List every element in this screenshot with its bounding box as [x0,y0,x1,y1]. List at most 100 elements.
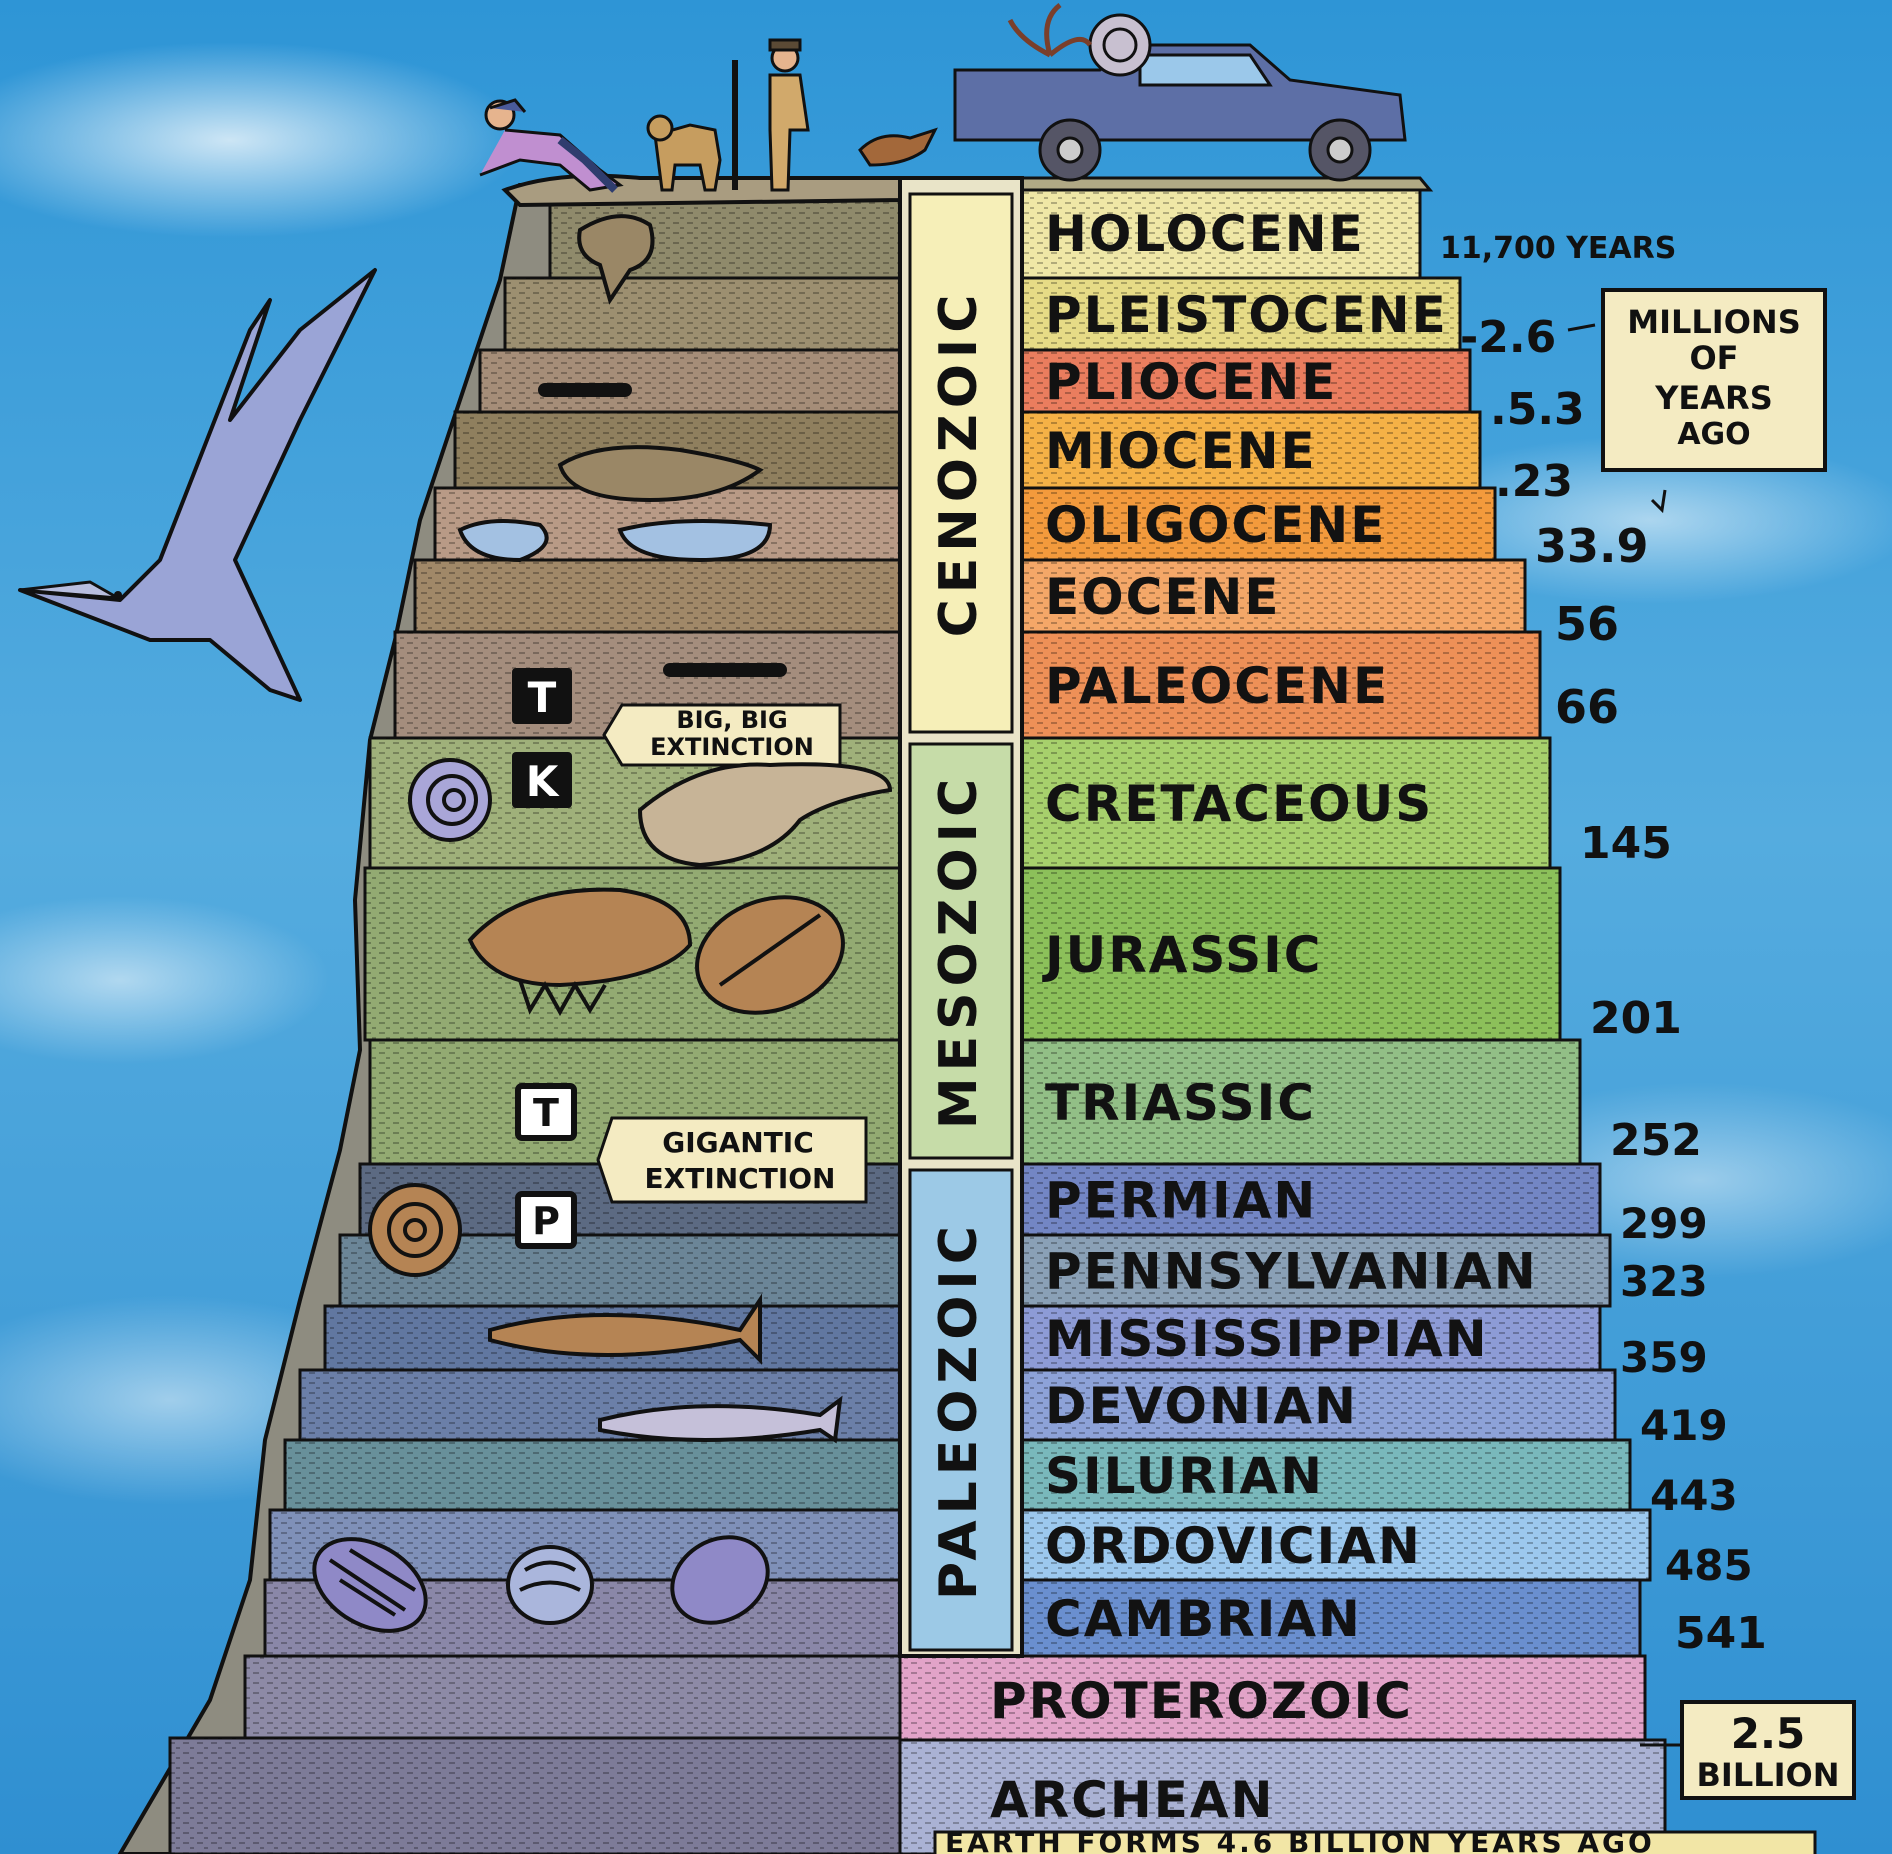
boundary-date: 443 [1650,1471,1738,1520]
period-label: PLEISTOCENE [1045,286,1448,344]
period-texture [1022,1164,1600,1235]
billion-years-box: 2.5 BILLION [1640,1700,1856,1800]
rock-texture [480,350,900,412]
pt-extinction-marker: T P GIGANTIC EXTINCTION [515,1083,868,1249]
trilobite-icon [670,1535,770,1625]
period-label: PALEOCENE [1045,657,1389,715]
eon-label: ARCHEAN [990,1771,1274,1829]
eon-label: PROTEROZOIC [990,1672,1413,1730]
kt-extinction-marker: T K BIG, BIG EXTINCTION [512,668,842,808]
period-label: PLIOCENE [1045,353,1337,411]
fern-fossil-icon [695,895,845,1015]
era-label: MESOZOIC [929,773,989,1129]
sabertooth-skull-icon [577,214,655,305]
period-label: PENNSYLVANIAN [1045,1243,1538,1301]
period-texture [1022,488,1495,560]
period-texture [1022,560,1525,632]
fish-fossil-icon [488,1293,762,1365]
period-label: ORDOVICIAN [1045,1517,1422,1575]
period-texture [1022,632,1540,738]
boundary-date: 323 [1620,1257,1708,1306]
shell-fossil-icon [506,1545,594,1625]
fish-fossil-icon [598,1395,843,1444]
period-texture [1022,868,1560,1040]
period-label: TRIASSIC [1045,1074,1316,1132]
millions-box-line: MILLIONS [1627,303,1800,341]
boundary-date: 145 [1580,818,1672,869]
earth-forms-banner: EARTH FORMS 4.6 BILLION YEARS AGO [933,1826,1817,1854]
period-label: MISSISSIPPIAN [1045,1310,1489,1368]
rock-texture [245,1656,900,1738]
extinction-label-line: BIG, BIG [676,706,787,734]
boundary-date: 359 [1620,1333,1708,1382]
ammonite-icon [368,1183,462,1277]
millions-box-line: YEARS [1654,379,1772,417]
boundary-date: 252 [1610,1115,1702,1166]
boundary-date: 419 [1640,1401,1728,1450]
rock-texture [415,560,900,632]
extinction-label-line: EXTINCTION [650,733,814,761]
trilobite-icon [312,1537,428,1633]
period-label: CAMBRIAN [1045,1590,1362,1648]
rock-texture [505,278,900,350]
boundary-date: 201 [1590,993,1682,1044]
period-label: CRETACEOUS [1045,775,1433,833]
column-top [1020,176,1434,192]
boundary-dates: 11,700 YEARS-2.6.5.3.2333.95666145201252… [1440,231,1767,1659]
rock-texture [170,1738,900,1854]
boundary-date: 485 [1665,1541,1753,1590]
period-texture [1022,350,1470,412]
period-texture [1022,1235,1610,1306]
billion-box-unit: BILLION [1697,1756,1840,1794]
period-texture [1022,1510,1650,1580]
boundary-date: .23 [1495,456,1573,507]
boundary-date: 541 [1675,1608,1767,1659]
boundary-date: 299 [1620,1199,1708,1248]
ammonite-icon [1088,13,1152,77]
bone-fossil-icon [538,383,787,677]
millions-box-line: OF [1689,339,1738,377]
boundary-date: 33.9 [1535,519,1649,573]
extinction-letter: K [526,757,560,806]
period-texture [1022,1580,1640,1656]
pterosaur-icon [18,268,377,702]
earth-forms-text: EARTH FORMS 4.6 BILLION YEARS AGO [945,1826,1655,1854]
period-texture [1022,1306,1600,1370]
period-texture [1022,1040,1580,1164]
period-label: MIOCENE [1045,422,1317,480]
boundary-date: 56 [1555,597,1619,651]
extinction-letter: T [528,673,557,722]
era-band [908,1168,1014,1652]
extinction-letter: P [532,1199,560,1243]
millions-years-ago-box: MILLIONS OF YEARS AGO [1567,288,1827,514]
animal-skull-icon [457,445,773,563]
billion-box-value: 2.5 [1731,1709,1805,1758]
period-label: PERMIAN [1045,1172,1317,1230]
period-texture [1022,738,1550,868]
period-texture [1022,188,1420,278]
rock-texture [285,1440,900,1510]
period-label: EOCENE [1045,568,1281,626]
period-texture [1022,1370,1615,1440]
dinosaur-skull-icon [467,887,693,1017]
dog-icon [646,114,722,192]
rabbit-icon [858,127,938,167]
period-label: DEVONIAN [1045,1377,1358,1435]
period-label: OLIGOCENE [1045,496,1386,554]
fossils [312,214,893,1633]
boundary-date: .5.3 [1490,384,1585,435]
era-band [908,192,1014,734]
extinction-letter: T [533,1091,559,1135]
period-label: JURASSIC [1042,926,1322,984]
boundary-date: 11,700 YEARS [1440,231,1676,266]
period-texture [1022,278,1460,350]
period-texture [1022,412,1480,488]
dinosaur-skull-icon [637,762,893,868]
extinction-label-line: EXTINCTION [645,1162,836,1195]
person-icon [732,38,810,192]
ammonite-icon [408,758,492,842]
surface-scene [479,3,1407,193]
person-icon [479,98,624,193]
